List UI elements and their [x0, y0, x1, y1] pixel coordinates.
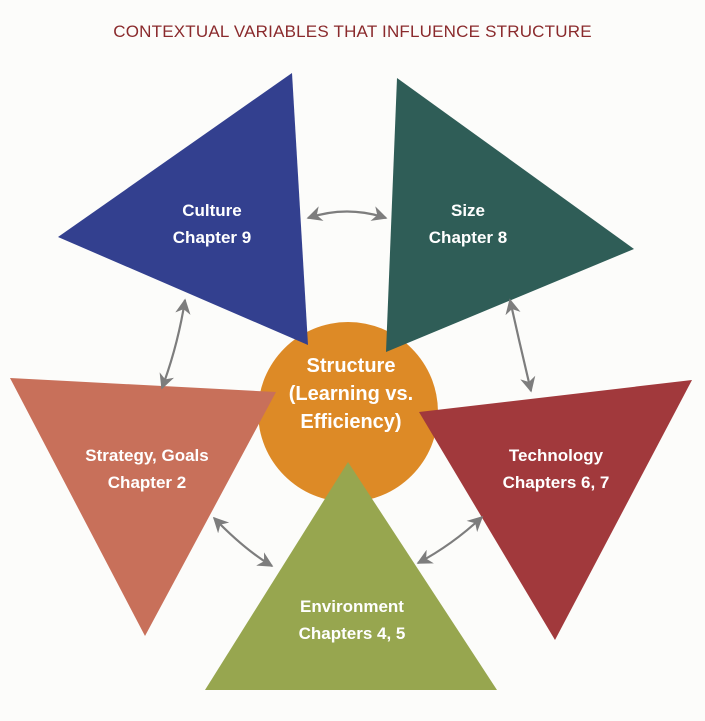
- structure-circle: [258, 322, 438, 502]
- culture-triangle: [58, 73, 308, 345]
- size-label: Size: [451, 201, 485, 220]
- arrow-size-technology: [505, 298, 536, 393]
- arrow-strategy-environment: [212, 516, 274, 567]
- strategy-chapter-label: Chapter 2: [108, 473, 186, 492]
- diagram-title: CONTEXTUAL VARIABLES THAT INFLUENCE STRU…: [113, 22, 592, 41]
- size-triangle: [386, 78, 634, 352]
- culture-label: Culture: [182, 201, 242, 220]
- technology-triangle: [419, 380, 692, 640]
- structure-subtitle-line2: Efficiency): [300, 411, 401, 433]
- arrow-culture-size: [306, 206, 388, 221]
- arrow-environment-technology: [416, 515, 484, 564]
- structure-subtitle-line1: (Learning vs.: [289, 383, 413, 405]
- technology-chapter-label: Chapters 6, 7: [503, 473, 610, 492]
- arrow-culture-strategy: [159, 298, 191, 390]
- environment-label: Environment: [300, 597, 404, 616]
- structure-label: Structure: [307, 355, 396, 377]
- strategy-goals-label: Strategy, Goals: [85, 446, 208, 465]
- environment-chapter-label: Chapters 4, 5: [299, 624, 406, 643]
- strategy-goals-triangle: [10, 378, 276, 636]
- size-chapter-label: Chapter 8: [429, 228, 507, 247]
- culture-chapter-label: Chapter 9: [173, 228, 251, 247]
- technology-label: Technology: [509, 446, 604, 465]
- environment-triangle: [205, 462, 497, 690]
